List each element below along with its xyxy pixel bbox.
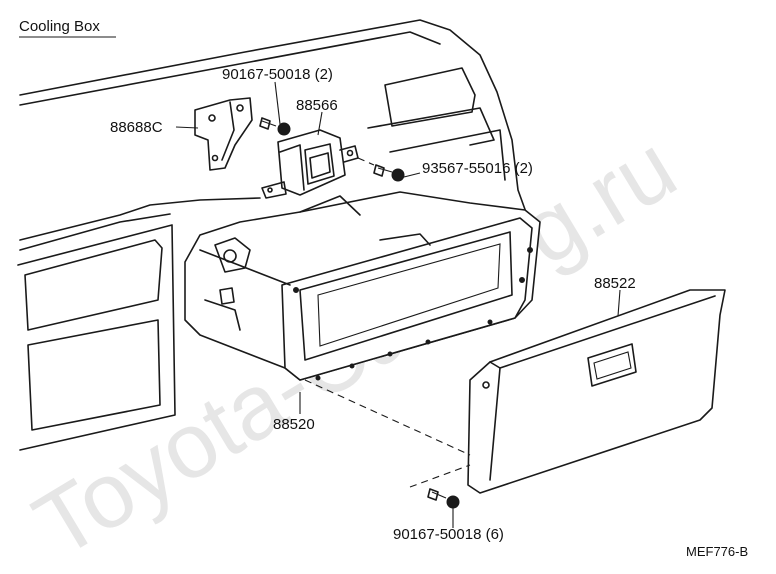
guide-line-door — [304, 379, 471, 456]
callout-93567-55016: 93567-55016 (2) — [422, 160, 533, 177]
leader-p4 — [403, 172, 421, 178]
glove-box-door-88522 — [467, 289, 726, 494]
leader-p3 — [175, 126, 199, 129]
callout-88566: 88566 — [296, 97, 338, 114]
guide-line-screw — [409, 464, 471, 488]
screw-right — [373, 164, 405, 182]
leader-p2 — [317, 111, 323, 136]
screw-upper — [259, 117, 291, 136]
leader-p5 — [617, 289, 621, 317]
dashboard-outline — [17, 19, 528, 451]
diagram-title: Cooling Box — [19, 18, 100, 35]
callout-90167-50018-bottom: 90167-50018 (6) — [393, 526, 504, 543]
cooling-unit-88566 — [261, 129, 359, 199]
screw-lower — [427, 488, 460, 509]
callout-88688c: 88688C — [110, 119, 163, 136]
figure-code: MEF776-B — [686, 544, 748, 559]
callout-90167-50018-top: 90167-50018 (2) — [222, 66, 333, 83]
callout-88522: 88522 — [594, 275, 636, 292]
guide-line-screw-right — [357, 157, 375, 166]
callout-88520: 88520 — [273, 416, 315, 433]
cooling-box-88520 — [184, 191, 541, 381]
bracket-88688c — [194, 97, 253, 171]
leader-p1 — [274, 81, 281, 125]
